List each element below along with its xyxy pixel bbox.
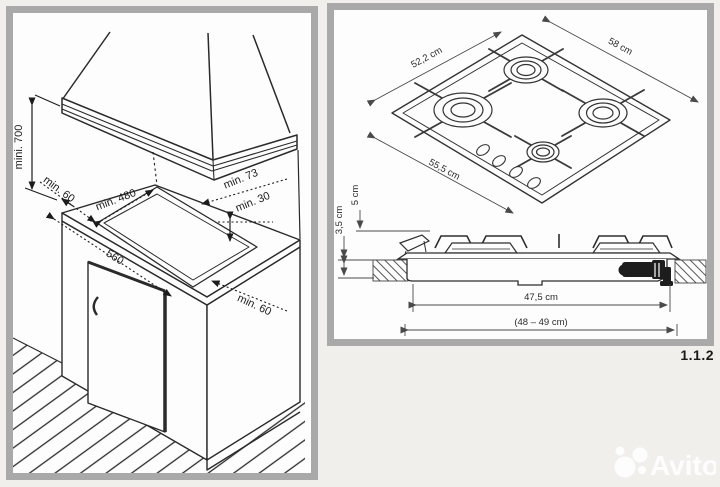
burner-right <box>578 98 628 128</box>
hob-drawing: 52,2 cm 58 cm 55,5 cm <box>334 15 707 336</box>
label-cutout-range: (48 – 49 cm) <box>514 317 567 328</box>
label-edge-clearance-left: min. 60 <box>41 174 77 205</box>
installation-drawing: mini. 700 min. 60 min. 480 min. 73 min. … <box>12 31 305 473</box>
label-grate-height: 5 cm <box>350 185 361 206</box>
dim-hood-height: mini. 700 <box>13 94 61 201</box>
watermark-text: Avito <box>650 450 716 481</box>
label-hood-height: mini. 700 <box>13 125 25 170</box>
figure-number: 1.1.2 <box>680 347 714 363</box>
door-handle <box>92 296 99 316</box>
installation-diagram-panel: mini. 700 min. 60 min. 480 min. 73 min. … <box>6 6 318 480</box>
label-body-depth: 3,5 cm <box>334 206 345 235</box>
cooker-hood <box>61 31 298 181</box>
logo-circle-small <box>615 446 625 456</box>
hob-dimensions-panel: 52,2 cm 58 cm 55,5 cm <box>327 3 714 346</box>
avito-logo: Avito <box>614 446 719 481</box>
logo-circle-medium <box>632 447 648 463</box>
label-hob-front-width: 55,5 cm <box>427 157 462 183</box>
section-height-dimensions: 5 cm 3,5 cm <box>334 185 430 279</box>
label-hob-depth: 52,2 cm <box>409 45 444 71</box>
hob-section-view: 5 cm 3,5 cm 47,5 cm (48 – 49 cm) <box>334 185 707 336</box>
logo-circle-tiny <box>638 466 646 474</box>
burner-small-front <box>526 141 560 163</box>
section-width-dimensions: 47,5 cm (48 – 49 cm) <box>400 284 678 336</box>
gas-connection <box>618 260 673 286</box>
label-body-width: 47,5 cm <box>524 292 558 303</box>
label-side-clearance: min. 30 <box>234 190 272 215</box>
logo-circle-large <box>614 456 636 478</box>
avito-watermark: Avito <box>598 440 719 487</box>
burner-back <box>503 56 549 84</box>
burner-large-left <box>433 92 493 128</box>
